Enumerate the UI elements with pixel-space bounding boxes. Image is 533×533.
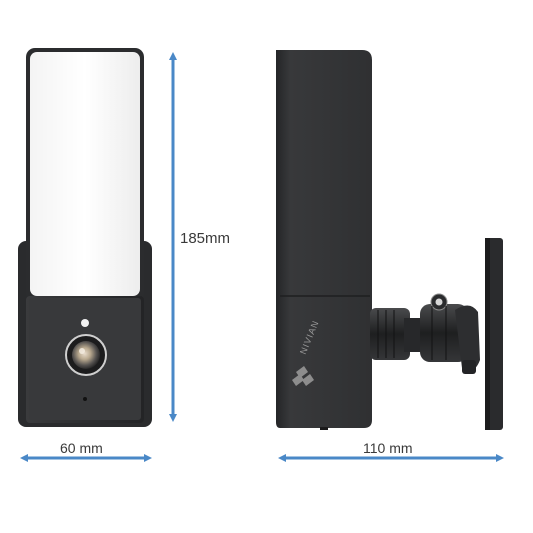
lens-icon (65, 334, 107, 376)
side-view (276, 50, 503, 430)
front-light-panel (30, 52, 140, 296)
led-indicator-icon (81, 319, 89, 327)
height-label: 185mm (180, 230, 231, 247)
wall-bracket (370, 293, 480, 374)
mount-screw-icon (430, 293, 448, 311)
width-label: 60 mm (60, 440, 103, 456)
nivian-logo-icon (292, 366, 314, 386)
microphone-icon (83, 397, 87, 401)
depth-label: 110 mm (363, 440, 413, 456)
side-body (276, 50, 372, 428)
front-view (18, 48, 152, 427)
